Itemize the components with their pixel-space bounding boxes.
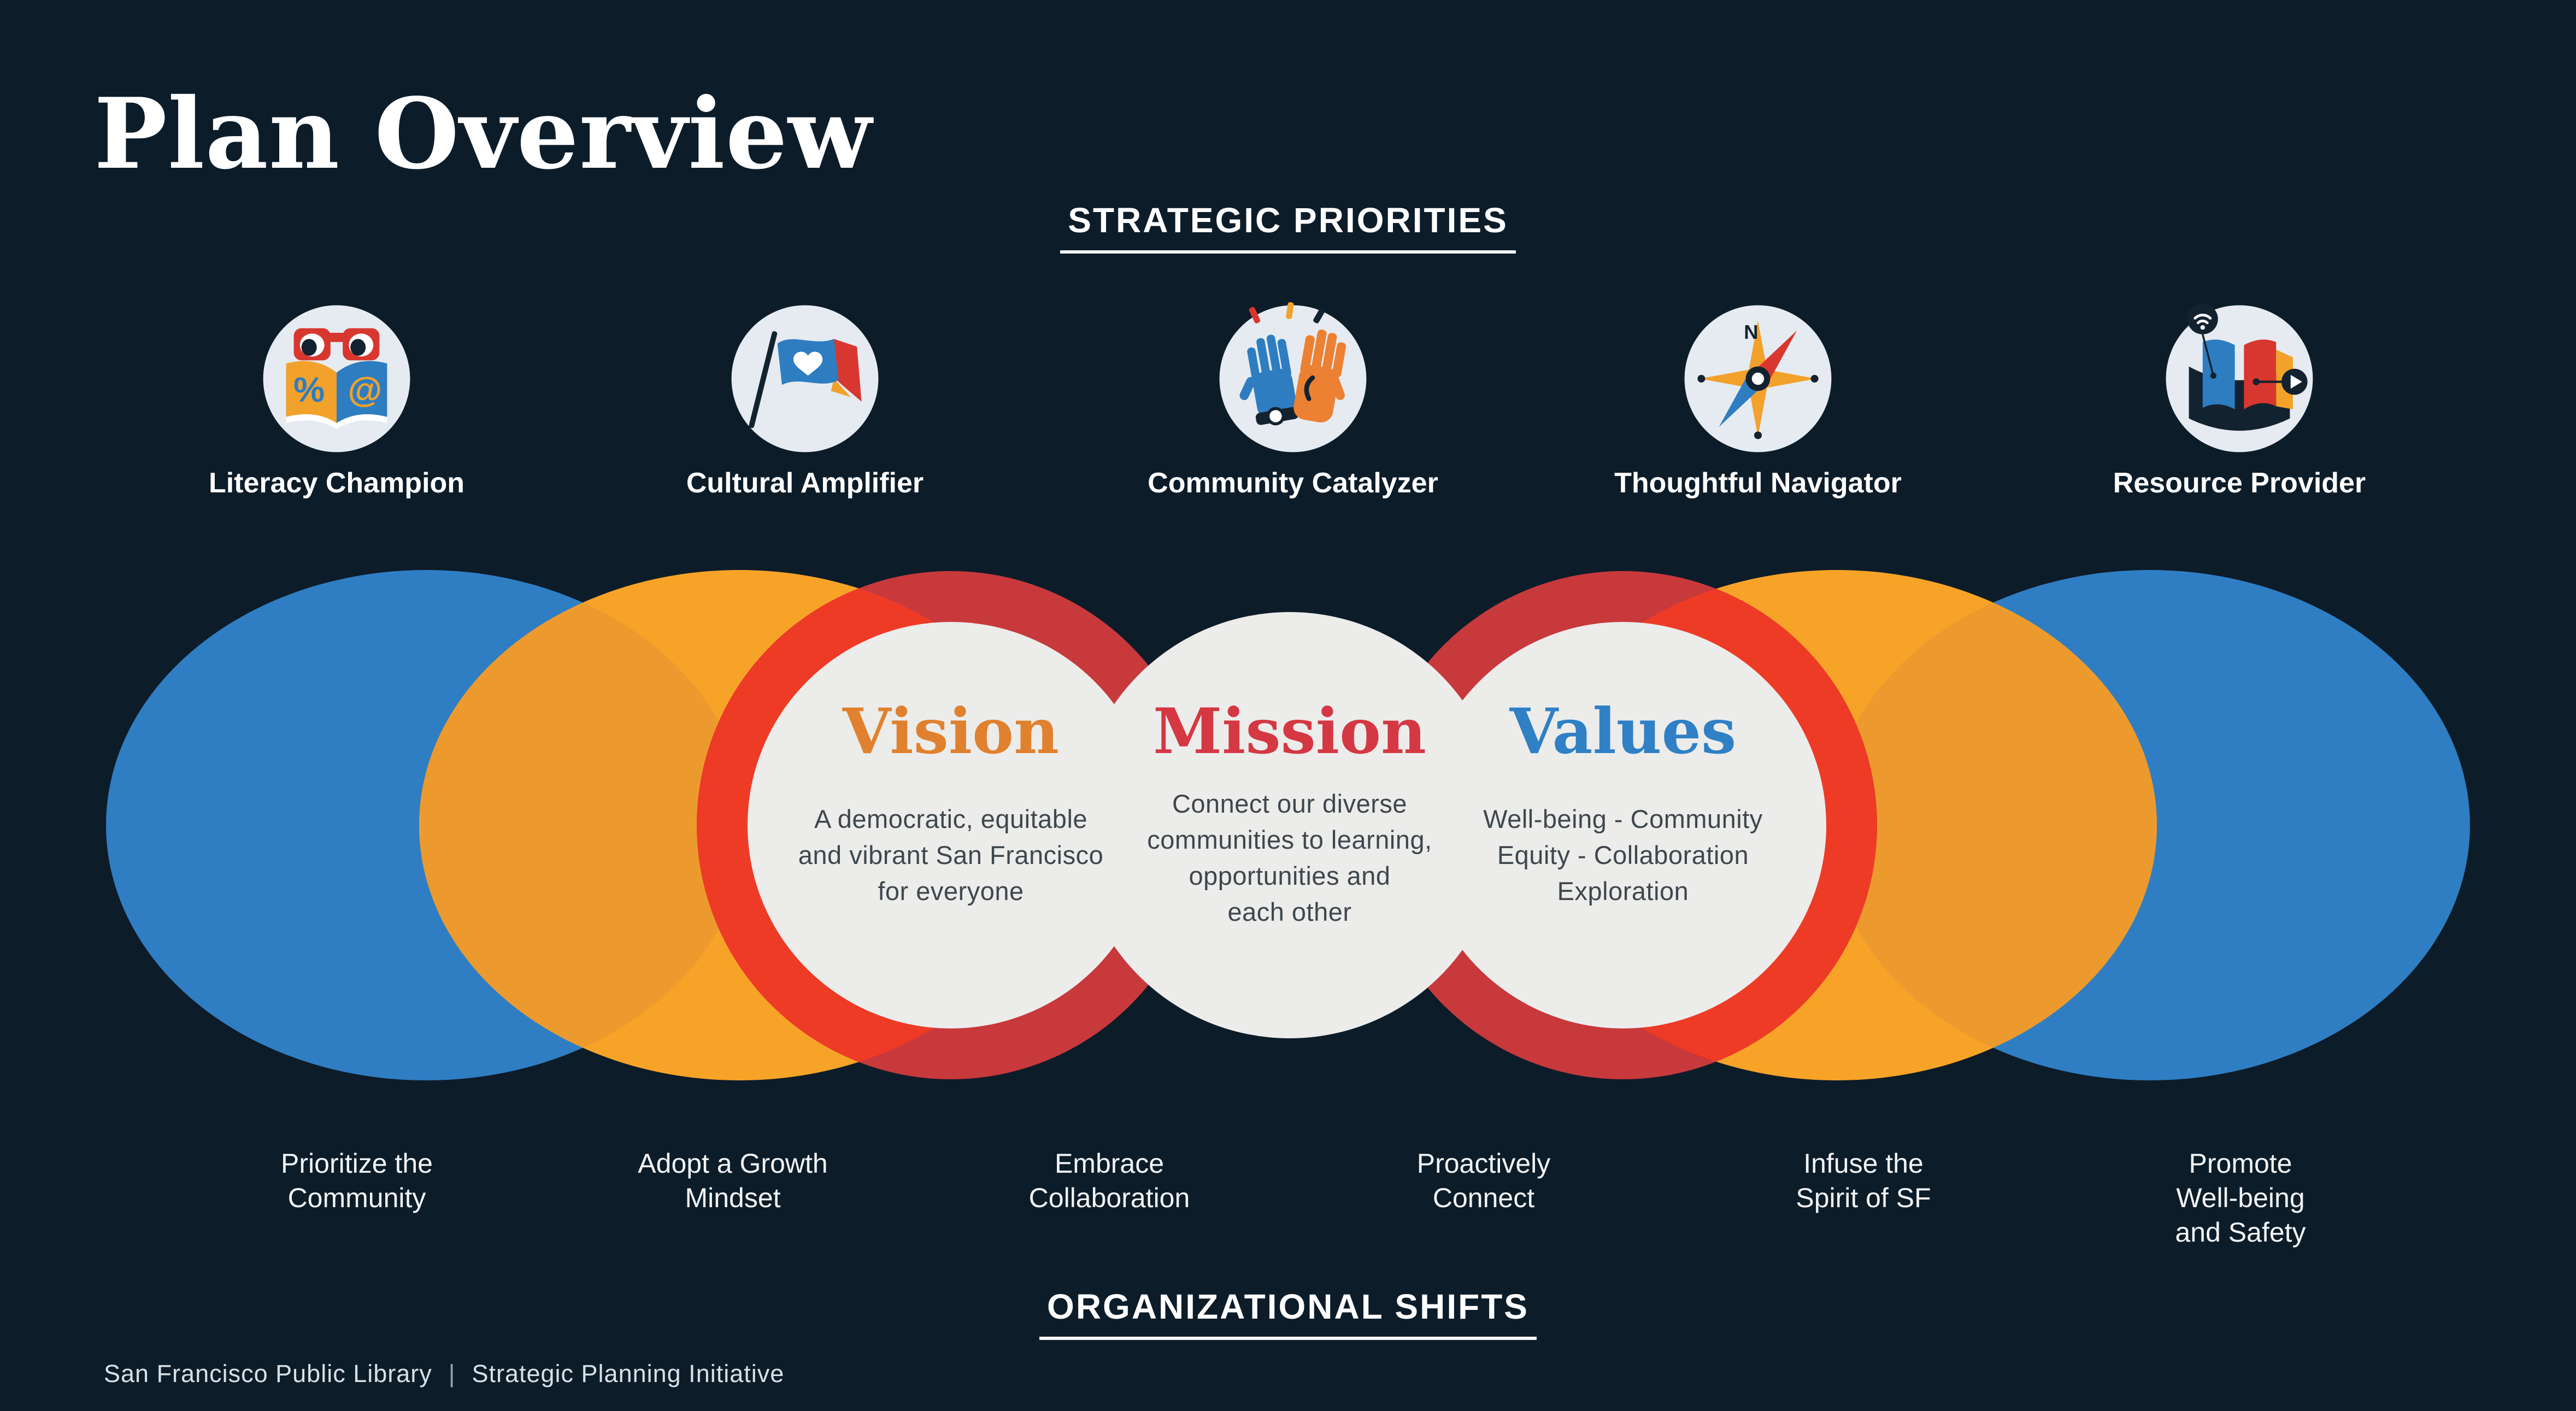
confetti bbox=[1249, 302, 1325, 324]
orange-hand bbox=[1293, 330, 1346, 423]
strategic-priorities-heading-text: STRATEGIC PRIORITIES bbox=[1060, 200, 1516, 254]
watch-face bbox=[1269, 410, 1282, 422]
vision-circle bbox=[748, 622, 1154, 1028]
heart-icon bbox=[793, 351, 823, 376]
priority-label-resource-provider: Resource Provider bbox=[2113, 467, 2366, 499]
book-page-blue bbox=[2202, 339, 2235, 409]
values-heading: Values bbox=[1509, 695, 1737, 768]
wifi-icon bbox=[2193, 314, 2212, 320]
mission-statement: Connect our diverse communities to learn… bbox=[1147, 789, 1432, 926]
flag-red-band bbox=[834, 339, 862, 402]
shift-proactively-connect: Proactively Connect bbox=[1416, 1148, 1551, 1213]
vision-statement: A democratic, equitable and vibrant San … bbox=[798, 804, 1104, 906]
mission-circle bbox=[1077, 612, 1503, 1038]
literacy-champion-icon: % @ bbox=[260, 302, 413, 455]
priority-label-community-catalyzer: Community Catalyzer bbox=[1148, 467, 1438, 499]
values-statement: Well-being - Community Equity - Collabor… bbox=[1483, 804, 1763, 906]
shift-infuse-the-spirit-of-sf: Infuse the Spirit of SF bbox=[1796, 1148, 1931, 1213]
community-catalyzer-icon bbox=[1216, 302, 1369, 455]
compass-icon: N bbox=[1684, 305, 1832, 452]
resource-provider-icon bbox=[2163, 302, 2316, 455]
page-title: Plan Overview bbox=[94, 77, 873, 191]
open-book-with-media-links-icon bbox=[2166, 303, 2313, 452]
palm-line bbox=[1304, 375, 1315, 401]
percent-glyph: % bbox=[293, 370, 325, 409]
heart-flag-icon bbox=[731, 305, 879, 452]
vision-heading: Vision bbox=[842, 695, 1060, 768]
at-glyph: @ bbox=[348, 370, 382, 409]
strategic-priorities-heading: STRATEGIC PRIORITIES bbox=[0, 200, 2576, 254]
book-page-red bbox=[2244, 339, 2277, 409]
organizational-shifts-heading: ORGANIZATIONAL SHIFTS bbox=[0, 1286, 2576, 1340]
play-icon bbox=[2290, 375, 2302, 389]
footer: San Francisco Public Library | Strategic P… bbox=[104, 1360, 784, 1388]
open-book-icon: % @ bbox=[286, 361, 387, 430]
blue-orange-overlap-right bbox=[1830, 570, 2157, 1080]
open-book-with-glasses-icon: % @ bbox=[263, 305, 410, 452]
high-five-hands-icon bbox=[1219, 302, 1367, 452]
thoughtful-navigator-icon: N bbox=[1681, 302, 1834, 455]
reading-glasses-icon bbox=[293, 328, 380, 361]
organizational-shifts-heading-text: ORGANIZATIONAL SHIFTS bbox=[1039, 1286, 1537, 1340]
shift-prioritize-the-community: Prioritize the Community bbox=[281, 1148, 433, 1213]
shift-promote-well-being-and-safety: Promote Well-being and Safety bbox=[2175, 1148, 2306, 1248]
priority-label-cultural-amplifier: Cultural Amplifier bbox=[686, 467, 924, 499]
mission-heading: Mission bbox=[1152, 695, 1427, 768]
footer-divider: | bbox=[448, 1360, 456, 1388]
flag-orange-notch bbox=[831, 379, 851, 397]
values-circle bbox=[1420, 622, 1826, 1028]
shift-embrace-collaboration: Embrace Collaboration bbox=[1028, 1148, 1190, 1213]
cultural-amplifier-icon bbox=[728, 302, 881, 455]
footer-initiative: Strategic Planning Initiative bbox=[472, 1360, 785, 1388]
shift-adopt-a-growth-mindset: Adopt a Growth Mindset bbox=[638, 1148, 828, 1213]
priority-label-thoughtful-navigator: Thoughtful Navigator bbox=[1614, 467, 1902, 499]
wifi-badge bbox=[2187, 303, 2218, 334]
blue-orange-overlap-left bbox=[419, 570, 746, 1080]
wifi-link-line bbox=[2202, 334, 2215, 376]
priority-label-literacy-champion: Literacy Champion bbox=[208, 467, 465, 499]
footer-organization: San Francisco Public Library bbox=[104, 1360, 432, 1388]
compass-north-label: N bbox=[1744, 321, 1758, 343]
blue-hand bbox=[1239, 334, 1299, 426]
